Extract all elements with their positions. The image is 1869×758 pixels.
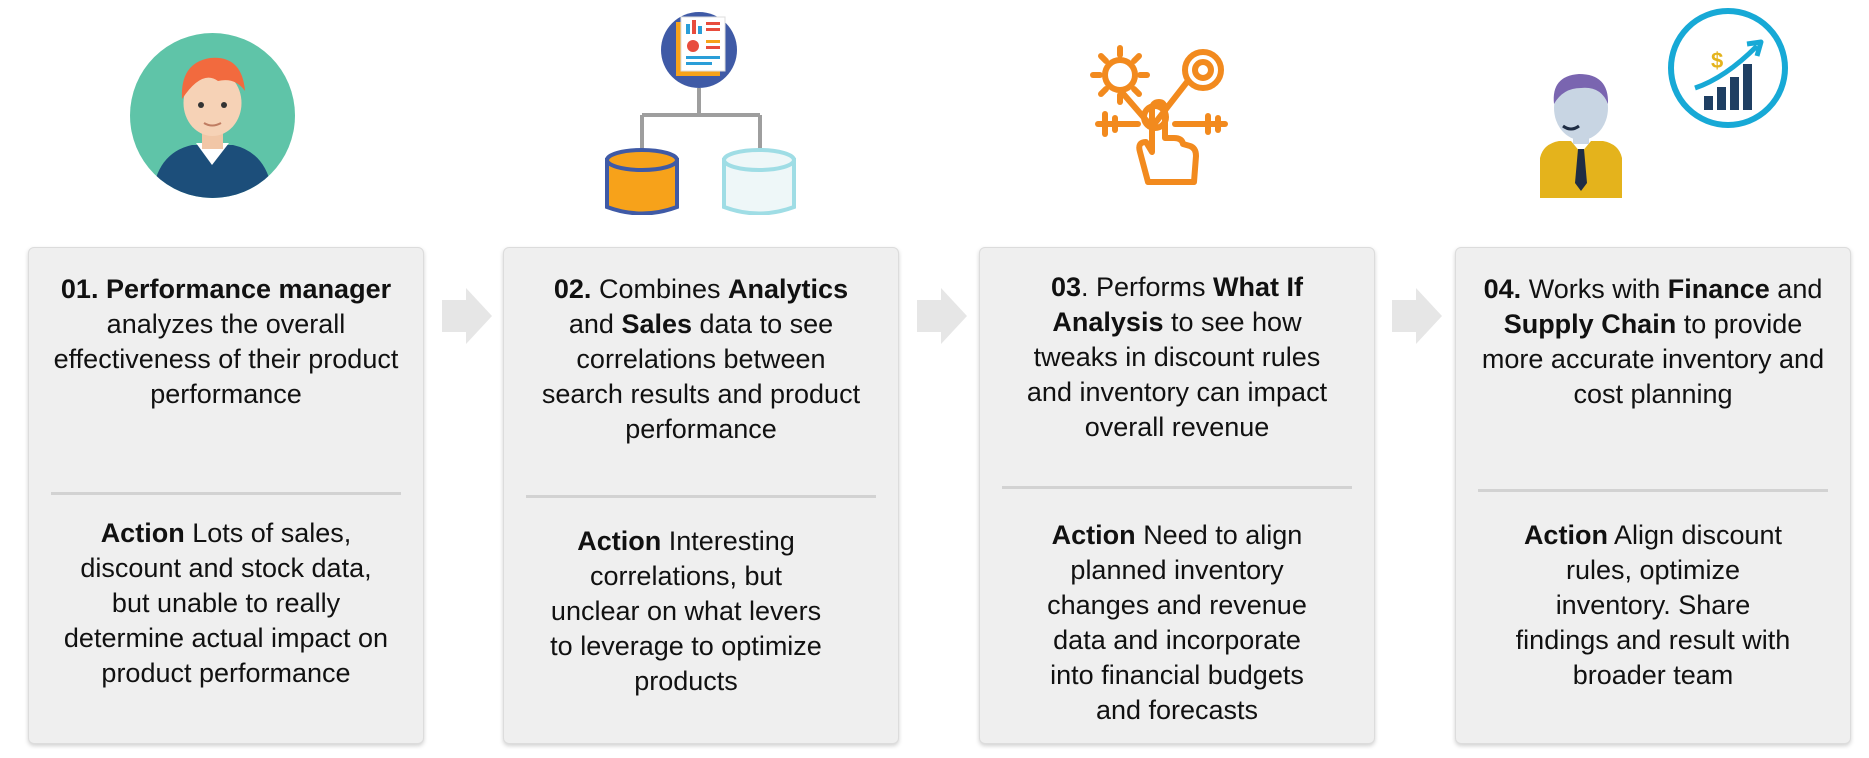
step-description-text: to see how tweaks in discount rules and … [1026, 307, 1328, 442]
data-sources-icon [602, 10, 802, 216]
step-description: 01. Performance manager analyzes the ove… [47, 272, 405, 412]
step-action: Action Align discount rules, optimize in… [1506, 518, 1800, 693]
step-role: Performance manager [105, 274, 392, 304]
card-divider [51, 492, 401, 495]
step-team-a: Finance [1667, 274, 1770, 304]
gears-touch-icon [1090, 42, 1230, 187]
step-source-a: Analytics [728, 274, 849, 304]
step-description: 02. Combines Analytics and Sales data to… [534, 272, 868, 447]
action-label: Action [1523, 520, 1608, 550]
step-description-text: data to see correlations between search … [541, 309, 861, 444]
step-number: 01. [60, 274, 99, 304]
step-description: 03. Performs What If Analysis to see how… [1016, 270, 1338, 445]
arrow-right-icon [1392, 288, 1442, 344]
action-label: Action [1051, 520, 1136, 550]
step-card-2: 02. Combines Analytics and Sales data to… [503, 247, 899, 744]
step-joiner: and [1777, 274, 1823, 304]
step-verb: Combines [598, 274, 721, 304]
arrow-right-icon [917, 288, 967, 344]
action-label: Action [577, 526, 662, 556]
step-card-3: 03. Performs What If Analysis to see how… [979, 247, 1375, 744]
dollar-icon: $ [1711, 48, 1723, 73]
step-description: 04. Works with Finance and Supply Chain … [1470, 272, 1836, 412]
card-divider [526, 495, 876, 498]
step-source-b: Sales [621, 309, 692, 339]
card-divider [1002, 486, 1352, 489]
step-description-text: to provide more accurate inventory and c… [1481, 309, 1825, 409]
business-growth-icon: $ [1535, 8, 1790, 198]
card-divider [1478, 489, 1828, 492]
step-number: 03 [1050, 272, 1081, 302]
step-card-4: 04. Works with Finance and Supply Chain … [1455, 247, 1851, 744]
step-verb: . Performs [1081, 272, 1206, 302]
step-joiner: and [568, 309, 614, 339]
action-text: Lots of sales, discount and stock data, … [63, 518, 389, 688]
manager-avatar-icon [130, 33, 295, 198]
step-card-1: 01. Performance manager analyzes the ove… [28, 247, 424, 744]
step-action: Action Interesting correlations, but unc… [548, 524, 824, 699]
action-text: Need to align planned inventory changes … [1047, 520, 1307, 725]
step-action: Action Need to align planned inventory c… [1030, 518, 1324, 728]
step-action: Action Lots of sales, discount and stock… [63, 516, 389, 691]
step-analysis: What If Analysis [1052, 272, 1304, 337]
step-number: 04. [1483, 274, 1522, 304]
action-text: Interesting correlations, but unclear on… [550, 526, 822, 696]
step-team-b: Supply Chain [1503, 309, 1677, 339]
action-text: Align discount rules, optimize inventory… [1515, 520, 1791, 690]
step-verb: Works with [1528, 274, 1661, 304]
arrow-right-icon [442, 288, 492, 344]
step-description-text: analyzes the overall effectiveness of th… [53, 309, 399, 409]
action-label: Action [100, 518, 185, 548]
step-number: 02. [553, 274, 592, 304]
